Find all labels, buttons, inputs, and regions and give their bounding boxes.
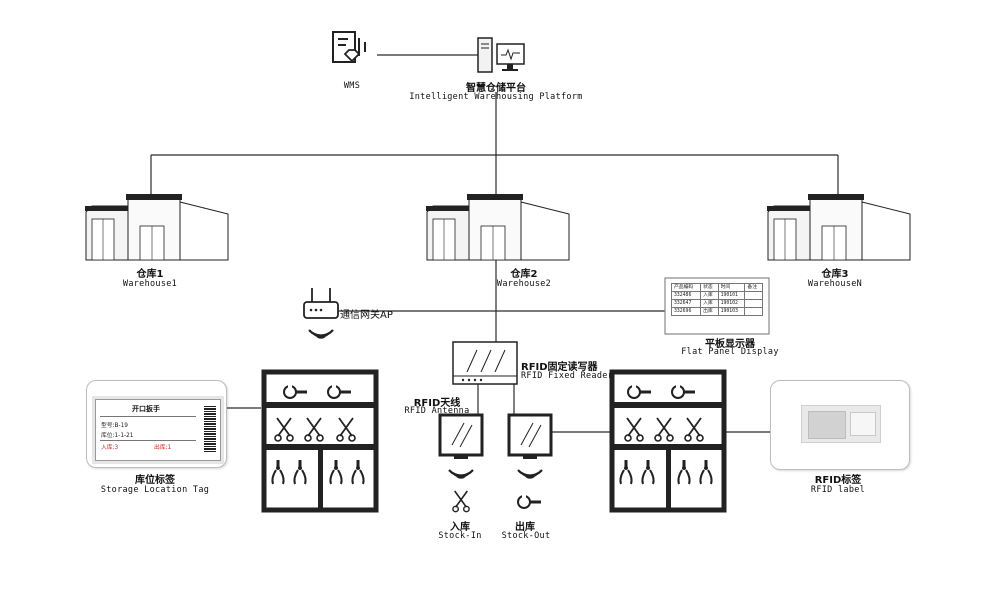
table-row: 332647 入库 190102 <box>670 299 763 308</box>
storage-location-tag-card: 开口扳手 型号:B-19 库位:1-1-21 入库:3 出库:1 <box>86 380 227 468</box>
table-cell <box>744 291 763 300</box>
warehouse-2-title: 仓库2 <box>510 269 538 280</box>
table-cell: 332696 <box>670 307 702 316</box>
wms-label: WMS <box>343 81 361 91</box>
reader-title: RFID固定读写器 <box>521 362 598 373</box>
stock-out-title: 出库 <box>515 522 535 533</box>
table-cell: 332486 <box>670 291 702 300</box>
table-cell: 190101 <box>717 291 746 300</box>
table-header-row: 产品编码 状态 时间 备注 <box>670 283 763 292</box>
scissors-icon <box>452 490 470 513</box>
router-icon <box>303 288 339 319</box>
table-cell <box>744 299 763 308</box>
table-header: 备注 <box>744 283 763 292</box>
stock-out-subtitle: Stock-Out <box>501 531 551 541</box>
table-header: 产品编码 <box>670 283 702 292</box>
stock-in-subtitle: Stock-In <box>438 531 482 541</box>
location-tag-title: 库位标签 <box>135 475 175 486</box>
tag-slot: 库位:1-1-21 <box>101 433 134 439</box>
rfid-label-image <box>801 405 881 443</box>
table-cell: 出库 <box>700 307 719 316</box>
right-shelf <box>612 372 724 510</box>
rfid-label-subtitle: RFID label <box>810 485 866 495</box>
table-cell: 入库 <box>700 291 719 300</box>
tag-in-count: 入库:3 <box>101 445 119 451</box>
warehouse-2-subtitle: Warehouse2 <box>496 279 552 289</box>
gateway-signal-icon <box>307 328 335 339</box>
electronic-shelf-label: 开口扳手 型号:B-19 库位:1-1-21 入库:3 出库:1 <box>95 399 221 461</box>
rfid-label-title: RFID标签 <box>814 475 862 486</box>
antenna-in-signal-icon <box>447 468 475 479</box>
left-shelf <box>264 372 376 510</box>
warehouse-3-building <box>766 193 911 261</box>
platform-subtitle: Intelligent Warehousing Platform <box>409 92 583 102</box>
connection-lines <box>150 54 839 433</box>
location-tag-subtitle: Storage Location Tag <box>100 485 210 495</box>
tag-model: 型号:B-19 <box>101 423 128 429</box>
warehouse-2-building <box>425 193 570 261</box>
platform-title: 智慧仓储平台 <box>466 83 526 94</box>
table-cell: 190103 <box>717 307 746 316</box>
display-table: 产品编码 状态 时间 备注 332486 入库 190101 332647 入库… <box>670 283 763 316</box>
antenna-title: RFID天线 <box>413 398 461 409</box>
table-header: 状态 <box>700 283 719 292</box>
rfid-antenna-out <box>507 413 553 459</box>
server-monitor-icon <box>477 37 525 73</box>
table-cell: 332647 <box>670 299 702 308</box>
tag-divider <box>100 440 196 441</box>
warehouse-1-building <box>84 193 229 261</box>
gateway-label: 通信网关AP <box>340 310 393 321</box>
rfid-label-print <box>850 412 876 436</box>
rfid-fixed-reader <box>452 341 518 385</box>
antenna-out-signal-icon <box>516 468 544 479</box>
rfid-antenna-in <box>438 413 484 459</box>
tag-title: 开口扳手 <box>132 405 160 413</box>
table-cell: 190102 <box>717 299 746 308</box>
stock-in-title: 入库 <box>450 522 470 533</box>
warehouse-1-title: 仓库1 <box>136 269 164 280</box>
warehouse-3-subtitle: WarehouseN <box>807 279 863 289</box>
tag-out-count: 出库:1 <box>154 445 172 451</box>
antenna-subtitle: RFID Antenna <box>404 406 470 416</box>
reader-subtitle: RFID Fixed Reader <box>521 371 614 381</box>
barcode-icon <box>204 406 216 452</box>
warehouse-1-subtitle: Warehouse1 <box>122 279 178 289</box>
table-row: 332486 入库 190101 <box>670 291 763 300</box>
wrench-icon <box>517 493 542 509</box>
rfid-chip <box>808 411 846 439</box>
display-title: 平板显示器 <box>705 339 755 350</box>
table-cell <box>744 307 763 316</box>
tag-divider <box>100 416 196 417</box>
rfid-label-card <box>770 380 910 470</box>
warehouse-3-title: 仓库3 <box>821 269 849 280</box>
table-cell: 入库 <box>700 299 719 308</box>
display-subtitle: Flat Panel Display <box>681 347 779 357</box>
wms-icon <box>332 31 366 63</box>
table-row: 332696 出库 190103 <box>670 307 763 316</box>
table-header: 时间 <box>717 283 746 292</box>
